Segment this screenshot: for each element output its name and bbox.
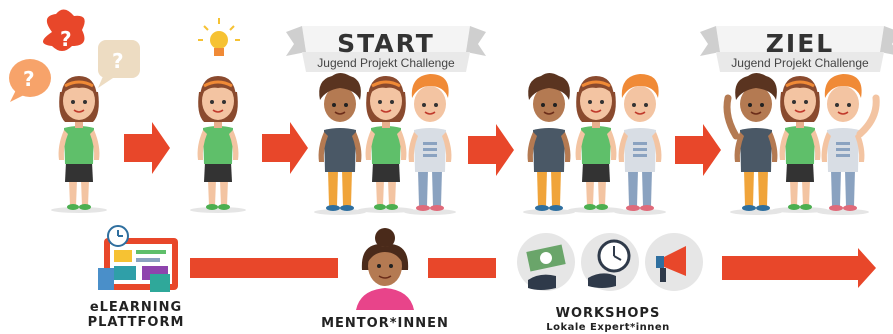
start-banner-title: START	[337, 29, 435, 58]
question-mark-2: ?	[23, 67, 35, 91]
question-bubble-beige: ?	[98, 40, 140, 88]
raised-arm	[856, 94, 880, 138]
question-mark-1: ?	[60, 27, 72, 51]
arrow-right-3	[468, 124, 514, 176]
team-member-curly-boy	[729, 72, 783, 216]
arrow-right-final	[722, 248, 876, 288]
team-member-blond-boy	[613, 73, 667, 216]
team-member-girl	[770, 74, 830, 215]
goal-banner-title: ZIEL	[766, 29, 834, 58]
start-banner: START Jugend Projekt Challenge	[286, 26, 486, 72]
elearning-platform-icon	[98, 225, 178, 292]
girl-confused-figure	[49, 74, 109, 215]
team-member-girl	[566, 74, 626, 215]
elearning-label-line2: PLATTFORM	[88, 315, 185, 330]
arrow-right-4	[675, 124, 721, 176]
money-icon	[517, 233, 575, 291]
question-bubble-orange: ?	[9, 59, 51, 102]
question-mark-3: ?	[112, 49, 124, 73]
start-banner-subtitle: Jugend Projekt Challenge	[317, 56, 455, 70]
connector-bar-1	[190, 258, 338, 278]
connector-bar-2	[428, 258, 496, 278]
team-member-blond-boy	[816, 73, 870, 216]
team-member-blond-boy	[403, 73, 457, 216]
workshops-icons	[517, 233, 703, 291]
team-member-girl	[356, 74, 416, 215]
goal-banner: ZIEL Jugend Projekt Challenge	[700, 26, 893, 72]
megaphone-icon	[645, 233, 703, 291]
mentor-icon	[356, 228, 414, 310]
girl-idea-figure	[188, 74, 248, 215]
workshops-sublabel: Lokale Expert*innen	[546, 322, 670, 333]
goal-banner-subtitle: Jugend Projekt Challenge	[731, 56, 869, 70]
question-bubbles: ? ? ?	[9, 9, 140, 102]
team-working-group	[522, 72, 667, 216]
lightbulb-icon	[198, 18, 240, 56]
clock-icon	[581, 233, 639, 291]
mentor-label: MENTOR*INNEN	[321, 316, 449, 331]
elearning-label-line1: eLEARNING	[90, 300, 182, 315]
team-cheering-group	[723, 72, 880, 216]
workshops-label: WORKSHOPS	[556, 306, 661, 321]
arrow-right-1	[124, 122, 170, 174]
team-member-curly-boy	[313, 72, 367, 216]
team-start-group	[313, 72, 457, 216]
question-bubble-red: ?	[43, 9, 85, 52]
raised-arm	[723, 94, 740, 140]
team-member-curly-boy	[522, 72, 576, 216]
arrow-right-2	[262, 122, 308, 174]
